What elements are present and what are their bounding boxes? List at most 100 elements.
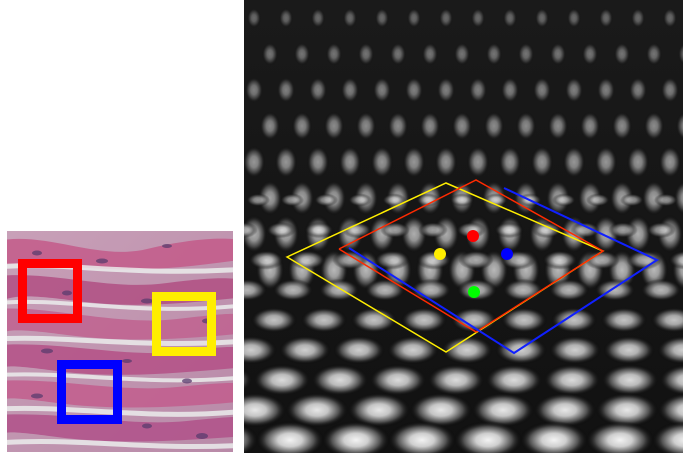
blob: [292, 112, 312, 141]
blob: [595, 146, 617, 178]
blob: [422, 43, 438, 66]
blob: [416, 250, 451, 269]
blob: [535, 8, 549, 28]
blob: [369, 364, 427, 396]
blob: [654, 193, 678, 206]
blob: [563, 146, 585, 178]
tissue-image-panel: [7, 231, 233, 452]
blob: [586, 193, 610, 206]
blob: [388, 112, 408, 141]
blob: [439, 8, 453, 28]
blob: [319, 279, 360, 301]
blob: [266, 222, 296, 238]
blob: [248, 250, 283, 269]
3d-grid-panel: [244, 0, 683, 453]
blob: [543, 364, 601, 396]
blob: [565, 77, 583, 103]
blob: [351, 307, 397, 333]
blob: [486, 43, 502, 66]
blob: [427, 364, 485, 396]
blob: [251, 307, 297, 333]
blob: [356, 112, 376, 141]
blob: [418, 222, 448, 238]
blob: [275, 146, 297, 178]
blob: [627, 146, 649, 178]
blob: [601, 364, 659, 396]
blob: [644, 112, 664, 141]
blob: [494, 222, 524, 238]
blob: [608, 222, 638, 238]
blob: [582, 43, 598, 66]
blob: [601, 307, 647, 333]
blob: [454, 43, 470, 66]
blob: [260, 112, 280, 141]
blob: [501, 77, 519, 103]
blob: [277, 77, 295, 103]
blob: [620, 193, 644, 206]
blob: [380, 222, 410, 238]
blob: [280, 193, 304, 206]
blob: [246, 193, 270, 206]
blob: [273, 279, 314, 301]
blob: [533, 77, 551, 103]
blob: [301, 307, 347, 333]
blob: [450, 193, 474, 206]
blob: [518, 43, 534, 66]
blob: [612, 112, 632, 141]
blob: [499, 146, 521, 178]
blob: [550, 43, 566, 66]
blob: [631, 8, 645, 28]
blob: [333, 336, 385, 365]
blob: [405, 77, 423, 103]
blob: [641, 279, 682, 301]
blob: [567, 8, 581, 28]
blob: [407, 8, 421, 28]
blob: [403, 146, 425, 178]
blob: [420, 112, 440, 141]
blob: [375, 8, 389, 28]
blob: [371, 146, 393, 178]
blob: [503, 279, 544, 301]
blob: [629, 77, 647, 103]
blob: [245, 77, 263, 103]
blob: [531, 146, 553, 178]
blob: [661, 77, 679, 103]
blob: [324, 112, 344, 141]
blob: [311, 364, 369, 396]
blob: [304, 222, 334, 238]
blob: [387, 336, 439, 365]
blob: [348, 193, 372, 206]
blob: [307, 146, 329, 178]
3d-grid-render: [244, 0, 683, 453]
tissue-image: [7, 231, 233, 452]
blob: [467, 146, 489, 178]
blob: [663, 8, 677, 28]
blob: [532, 222, 562, 238]
blob: [614, 43, 630, 66]
blob: [659, 146, 681, 178]
blob: [485, 364, 543, 396]
blob: [484, 112, 504, 141]
blob: [458, 250, 493, 269]
blob: [253, 364, 311, 396]
blob: [339, 146, 361, 178]
blob: [326, 43, 342, 66]
blob: [451, 307, 497, 333]
blob: [435, 146, 457, 178]
red-marker: [467, 230, 479, 242]
yellow-marker: [434, 248, 446, 260]
blob: [332, 250, 367, 269]
blob: [279, 8, 293, 28]
blob: [452, 112, 472, 141]
blob: [469, 77, 487, 103]
blob: [311, 8, 325, 28]
blob: [373, 77, 391, 103]
blob: [548, 112, 568, 141]
blob: [358, 43, 374, 66]
blob: [646, 222, 676, 238]
blue-marker: [501, 248, 513, 260]
blob: [262, 43, 278, 66]
blob: [279, 336, 331, 365]
green-marker: [468, 286, 480, 298]
